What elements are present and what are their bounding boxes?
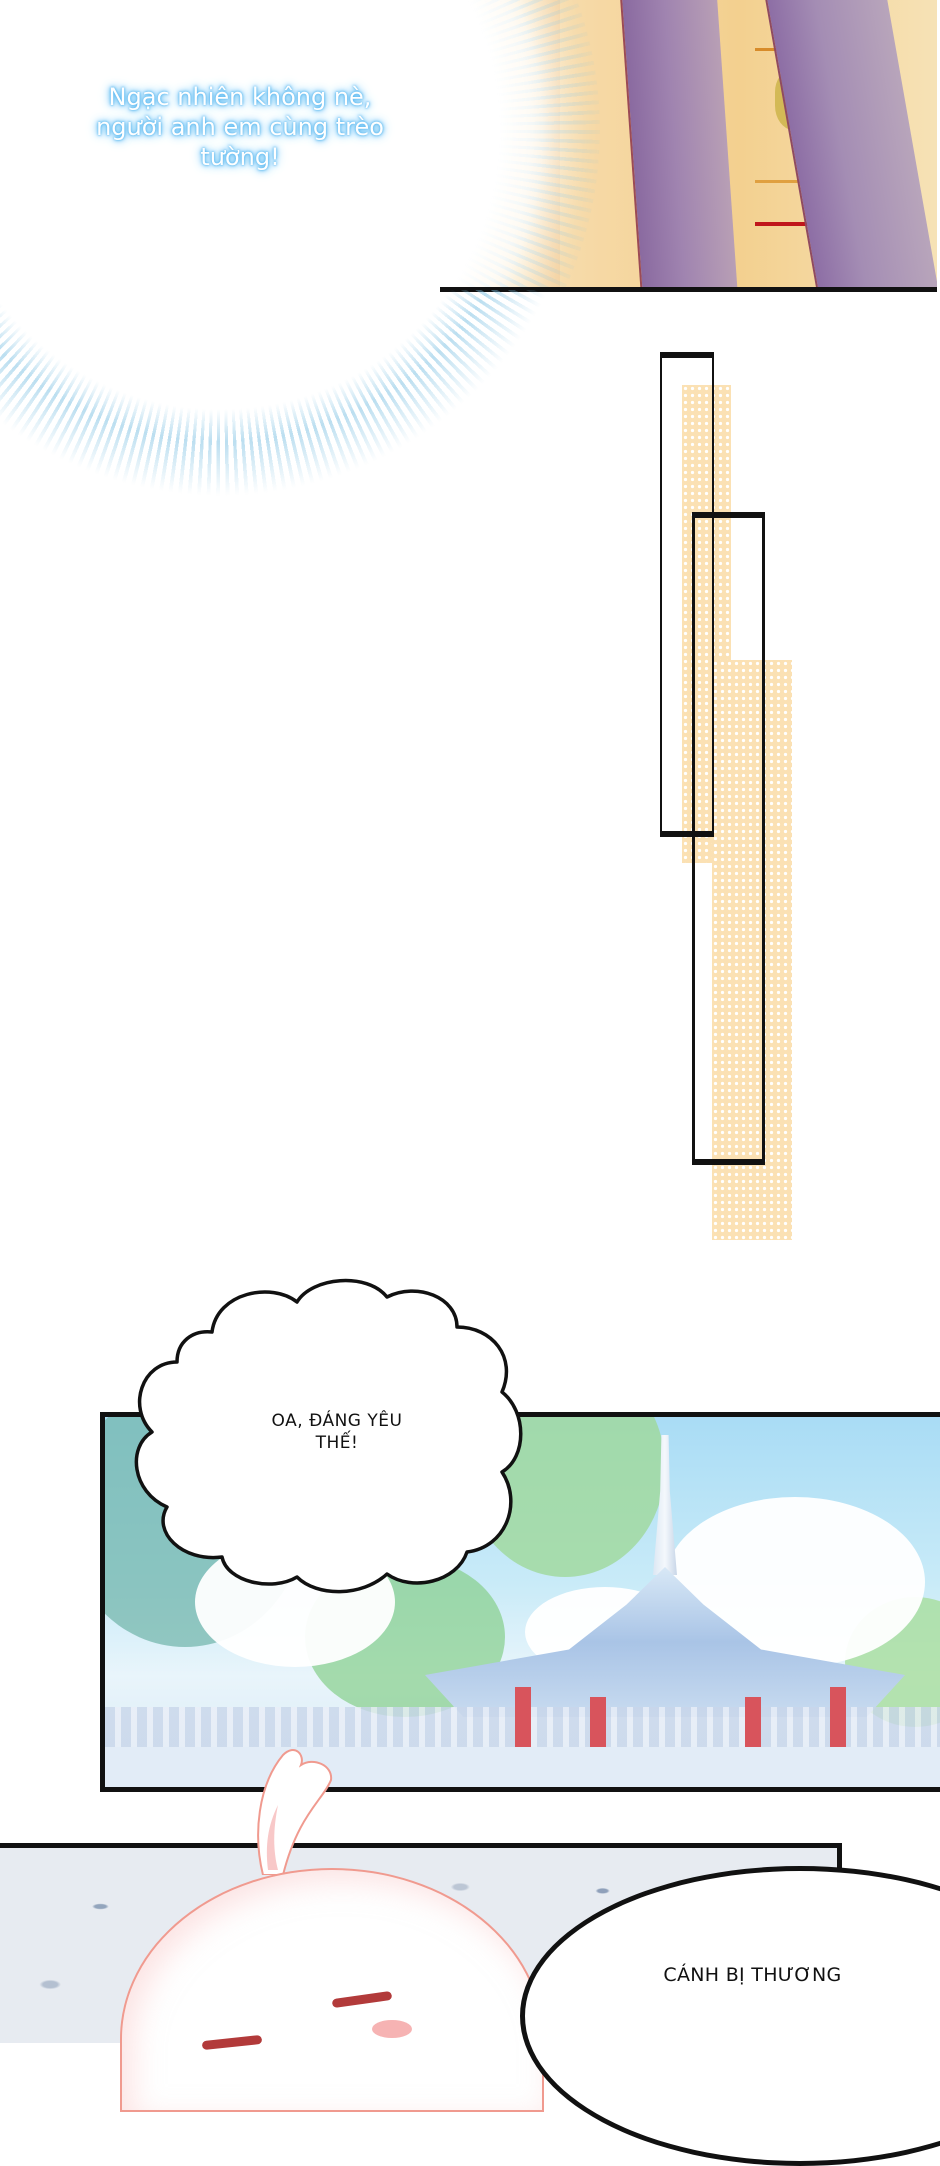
courtyard-ground xyxy=(105,1747,940,1787)
floor-stripe-red xyxy=(755,222,820,226)
speed-burst-effect xyxy=(0,0,600,292)
frame-bar xyxy=(692,512,765,1165)
speech-line: CÁNH BỊ THƯƠNG xyxy=(663,1964,842,1986)
caption-line: người anh em cùng trèo xyxy=(96,113,384,141)
character-hair-tuft xyxy=(243,1745,338,1876)
caption-exclamation: Ngạc nhiên không nè, người anh em cùng t… xyxy=(60,82,420,172)
character-eye xyxy=(201,2034,263,2051)
speech-bubble-text: CÁNH BỊ THƯƠNG xyxy=(640,1963,865,1987)
dotted-bar xyxy=(682,385,731,863)
character-leg-left xyxy=(619,0,738,290)
speech-bubble-text: OA, ĐÁNG YÊU THẾ! xyxy=(212,1410,462,1454)
panel-top xyxy=(0,0,937,292)
frame-bar xyxy=(660,352,714,837)
speech-line: THẾ! xyxy=(315,1433,359,1453)
speech-bubble-cloud: OA, ĐÁNG YÊU THẾ! xyxy=(122,1262,532,1598)
character-blush xyxy=(372,2020,412,2038)
speech-line: OA, ĐÁNG YÊU xyxy=(271,1411,403,1431)
dotted-bar xyxy=(712,660,792,1240)
floor-stripe xyxy=(755,180,835,183)
caption-line: Ngạc nhiên không nè, xyxy=(108,83,372,111)
panel-border xyxy=(440,287,937,292)
caption-line: tường! xyxy=(200,143,280,171)
cloud-bubble-shape xyxy=(134,1278,523,1594)
